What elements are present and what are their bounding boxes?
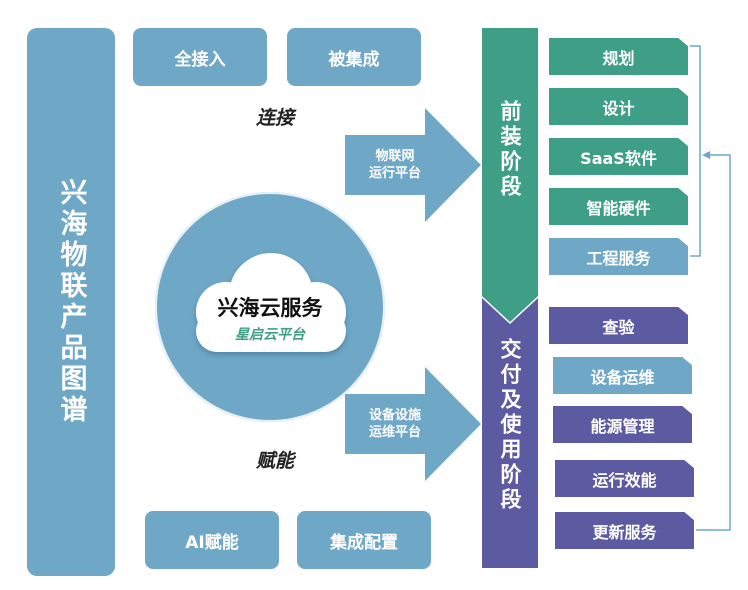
- ai-empower-label: AI赋能: [185, 532, 239, 553]
- integration-config-label: 集成配置: [330, 532, 398, 553]
- front-phase-label: 前装阶段: [498, 100, 522, 200]
- empower-label: 赋能: [256, 450, 295, 472]
- operational-efficiency-label: 运行效能: [592, 470, 657, 490]
- energy-management-item[interactable]: 能源管理: [553, 406, 692, 443]
- iot-line-1: 物联网: [375, 149, 415, 164]
- equipment-ops-label: 设备运维: [590, 367, 655, 387]
- product-map-title: 兴海物联产品图谱: [27, 28, 115, 576]
- saas-software-label: SaaS软件: [580, 148, 657, 168]
- cloud-text: 兴海云服务 星启云平台: [180, 292, 360, 344]
- update-service-item[interactable]: 更新服务: [555, 512, 694, 549]
- planning-item[interactable]: 规划: [549, 38, 688, 75]
- operational-efficiency-item[interactable]: 运行效能: [555, 460, 694, 497]
- integration-config-box[interactable]: 集成配置: [297, 511, 431, 569]
- energy-management-label: 能源管理: [590, 416, 655, 436]
- cloud-title: 兴海云服务: [217, 296, 323, 320]
- update-service-label: 更新服务: [592, 522, 657, 542]
- ai-empower-box[interactable]: AI赋能: [145, 511, 279, 569]
- ops-line-1: 设备设施: [368, 408, 421, 423]
- connect-label: 连接: [256, 107, 295, 129]
- feedback-connector: [690, 45, 731, 531]
- iot-platform-arrow-text: 物联网 运行平台: [350, 148, 440, 182]
- full-access-label: 全接入: [174, 49, 226, 70]
- delivery-phase-label: 交付及使用阶段: [498, 337, 522, 513]
- ops-platform-arrow: [345, 367, 481, 481]
- engineering-service-label: 工程服务: [586, 248, 651, 268]
- saas-software-item[interactable]: SaaS软件: [549, 138, 688, 175]
- inspection-label: 查验: [602, 317, 635, 337]
- ops-platform-arrow-text: 设备设施 运维平台: [350, 407, 440, 441]
- iot-line-2: 运行平台: [368, 166, 421, 181]
- phase-bars: [482, 28, 538, 568]
- full-access-box[interactable]: 全接入: [133, 28, 267, 86]
- inspection-item[interactable]: 查验: [549, 307, 688, 344]
- integrated-label: 被集成: [328, 49, 380, 70]
- integrated-box[interactable]: 被集成: [287, 28, 421, 86]
- smart-hardware-item[interactable]: 智能硬件: [549, 188, 688, 225]
- smart-hardware-label: 智能硬件: [586, 198, 651, 218]
- cloud-icon: [196, 253, 346, 352]
- cloud-subtitle: 星启云平台: [235, 327, 305, 343]
- ops-line-2: 运维平台: [368, 425, 421, 440]
- equipment-ops-item[interactable]: 设备运维: [553, 357, 692, 394]
- iot-platform-arrow: [345, 108, 481, 222]
- design-item[interactable]: 设计: [549, 88, 688, 125]
- design-label: 设计: [602, 98, 635, 118]
- planning-label: 规划: [602, 48, 635, 68]
- engineering-service-item[interactable]: 工程服务: [549, 238, 688, 275]
